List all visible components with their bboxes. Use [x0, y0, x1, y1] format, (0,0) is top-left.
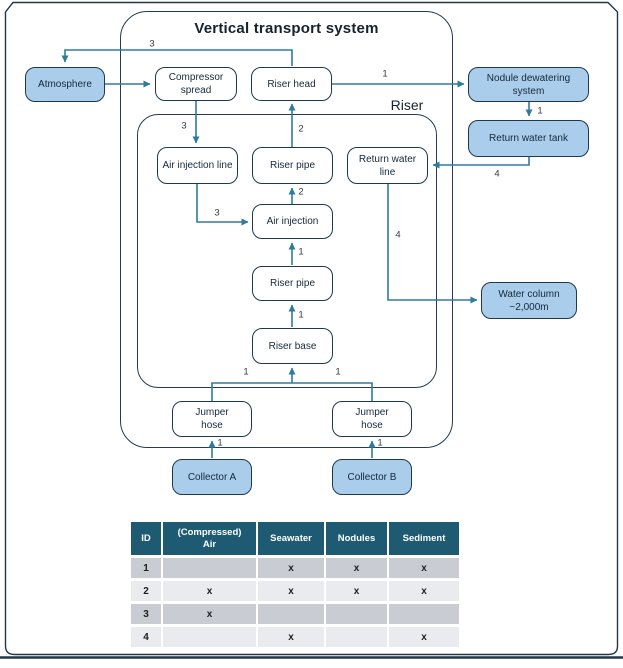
edge-label-riser-pipe-to-riser-head: 2 [298, 123, 304, 135]
node-water-column: Water column ~2,000m [481, 282, 577, 319]
cell-nodules: x [326, 558, 387, 578]
riser-container-label: Riser [390, 97, 424, 113]
node-label: Riser pipe [269, 160, 316, 171]
table-row: 3 x [131, 604, 459, 624]
node-riser-base: Riser base [252, 328, 333, 364]
edge-label-tank-to-return-line: 4 [494, 168, 500, 180]
node-label: Water column ~2,000m [498, 288, 560, 313]
node-riser-head: Riser head [251, 67, 332, 101]
node-compressor-spread: Compressor spread [155, 67, 237, 101]
node-label: Collector B [347, 471, 397, 483]
node-riser-pipe-upper: Riser pipe [252, 147, 333, 184]
edge-label-jumper-a-to-riser-base: 1 [243, 366, 249, 378]
edge-label-compressor-to-air-line: 3 [181, 120, 187, 132]
table-row: 1 x x x [131, 558, 459, 578]
node-label: Riser head [267, 78, 316, 90]
node-label: Air injection line [162, 160, 233, 171]
node-atmosphere: Atmosphere [25, 67, 105, 102]
node-collector-b: Collector B [332, 459, 412, 495]
cell-seawater [258, 604, 324, 624]
header-nodules: Nodules [326, 522, 387, 555]
cell-id: 4 [131, 627, 161, 647]
cell-seawater: x [258, 558, 324, 578]
cell-sediment: x [389, 581, 459, 601]
header-seawater: Seawater [258, 522, 324, 555]
edge-label-air-injection-to-riser-pipe: 2 [298, 186, 304, 198]
cell-id: 3 [131, 604, 161, 624]
edge-label-air-line-to-air-injection: 3 [214, 207, 220, 219]
edge-label-collector-b-to-jumper: 1 [377, 437, 383, 449]
cell-sediment [389, 604, 459, 624]
edge-label-dewatering-to-tank: 1 [537, 105, 543, 117]
edge-label-riser-head-to-atmosphere: 3 [149, 38, 155, 50]
node-label: Atmosphere [38, 79, 92, 90]
cell-seawater: x [258, 581, 324, 601]
node-label: Compressor spread [168, 72, 224, 96]
node-air-injection: Air injection [252, 204, 333, 239]
node-label: Jumper hose [355, 407, 389, 431]
node-return-water-line: Return water line [347, 147, 428, 184]
edge-label-collector-a-to-jumper: 1 [217, 437, 223, 449]
header-id: ID [131, 522, 161, 555]
edge-label-riser-head-to-dewatering: 1 [382, 68, 388, 80]
edge-label-riser-pipe-lower-to-air-injection: 1 [298, 246, 304, 258]
edge-label-return-line-to-water-column: 4 [395, 229, 401, 241]
table-header-row: ID (Compressed) Air Seawater Nodules Sed… [131, 522, 459, 555]
edge-label-riser-base-to-riser-pipe: 1 [298, 309, 304, 321]
cell-id: 1 [131, 558, 161, 578]
table-row: 2 x x x x [131, 581, 459, 601]
node-label: Jumper hose [195, 407, 229, 431]
cell-nodules [326, 627, 387, 647]
table-row: 4 x x [131, 627, 459, 647]
edge-label-jumper-b-to-riser-base: 1 [335, 366, 341, 378]
node-jumper-hose-b: Jumper hose [332, 401, 412, 437]
cell-id: 2 [131, 581, 161, 601]
node-air-injection-line: Air injection line [157, 147, 238, 184]
flow-composition-table: ID (Compressed) Air Seawater Nodules Sed… [129, 519, 461, 650]
cell-nodules [326, 604, 387, 624]
cell-air: x [163, 604, 256, 624]
cell-nodules: x [326, 581, 387, 601]
cell-air [163, 627, 256, 647]
diagram-title: Vertical transport system [194, 20, 379, 37]
node-label: Riser base [268, 340, 317, 352]
node-label: Return water tank [489, 133, 568, 144]
node-jumper-hose-a: Jumper hose [172, 401, 252, 437]
cell-air [163, 558, 256, 578]
cell-sediment: x [389, 627, 459, 647]
node-collector-a: Collector A [172, 459, 252, 495]
header-sediment: Sediment [389, 522, 459, 555]
cell-air: x [163, 581, 256, 601]
node-label: Collector A [187, 471, 237, 483]
node-label: Nodule dewatering system [486, 72, 571, 97]
node-label: Air injection [266, 216, 319, 227]
node-label: Return water line [358, 153, 417, 178]
node-label: Riser pipe [269, 278, 316, 289]
cell-seawater: x [258, 627, 324, 647]
header-compressed-air: (Compressed) Air [163, 522, 256, 555]
node-nodule-dewatering-system: Nodule dewatering system [468, 67, 589, 102]
cell-sediment: x [389, 558, 459, 578]
node-riser-pipe-lower: Riser pipe [252, 266, 333, 301]
node-return-water-tank: Return water tank [468, 120, 589, 157]
